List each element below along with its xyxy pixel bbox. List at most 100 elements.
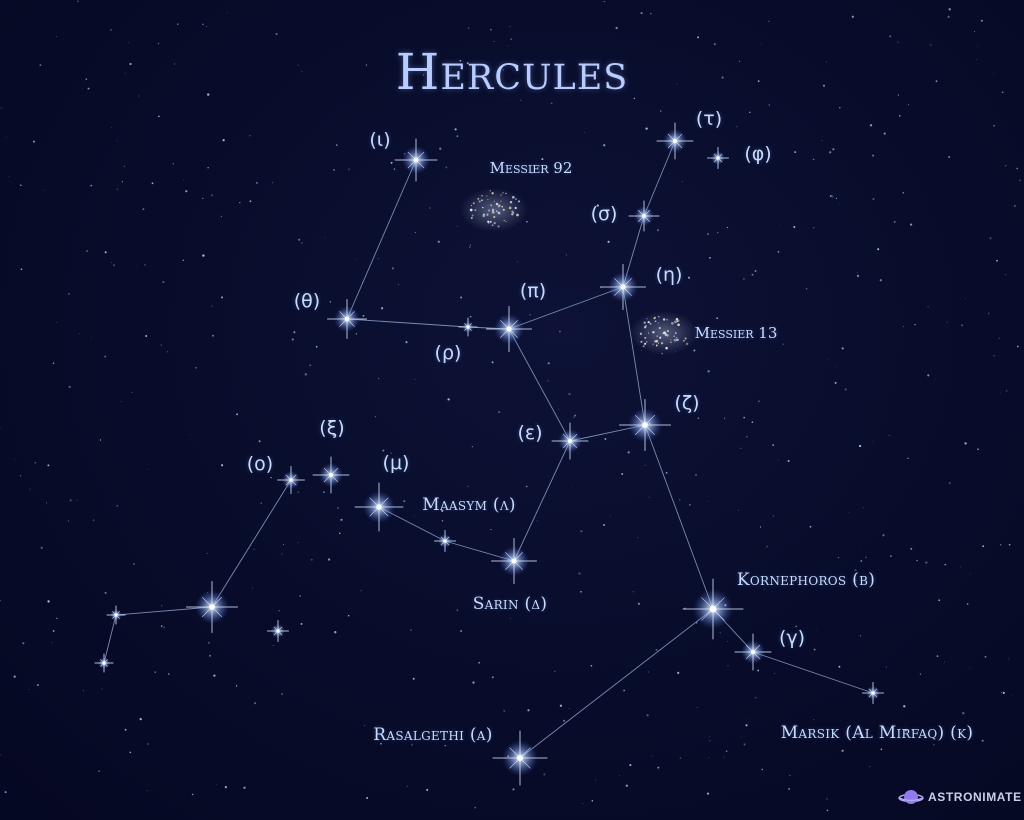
- star-sigma: [628, 200, 660, 232]
- background-star: [962, 712, 965, 715]
- background-star: [640, 12, 643, 15]
- background-star: [278, 610, 280, 612]
- background-star: [281, 693, 283, 695]
- background-star: [43, 189, 45, 191]
- background-star: [467, 485, 469, 487]
- background-star: [366, 797, 369, 799]
- background-star: [815, 630, 817, 632]
- background-star: [329, 300, 332, 303]
- background-star: [854, 569, 857, 572]
- star-label-beta: Kornephoros (β): [736, 570, 876, 590]
- background-star: [590, 664, 593, 667]
- background-star: [0, 599, 1, 602]
- background-star: [554, 670, 556, 673]
- background-star: [40, 546, 43, 549]
- background-star: [490, 28, 492, 31]
- background-star: [529, 313, 531, 316]
- background-star: [860, 547, 862, 548]
- star-theta: [327, 299, 367, 339]
- background-star: [454, 128, 457, 131]
- background-star: [759, 526, 762, 528]
- star-label-tau: (τ): [695, 108, 723, 130]
- background-star: [717, 231, 719, 234]
- background-star: [838, 203, 840, 204]
- background-star: [692, 164, 693, 166]
- background-star: [944, 563, 947, 566]
- background-star: [829, 195, 832, 197]
- background-star: [118, 348, 119, 350]
- background-star: [869, 124, 873, 127]
- background-star: [741, 736, 742, 737]
- background-star: [708, 501, 709, 503]
- background-star: [98, 770, 100, 772]
- brand-logo: ASTRONIMATE: [898, 786, 1022, 808]
- background-star: [584, 131, 586, 133]
- background-star: [1008, 543, 1011, 546]
- background-star: [774, 673, 775, 674]
- star-delta: [491, 538, 537, 584]
- background-star: [275, 32, 278, 36]
- background-star: [938, 599, 941, 602]
- background-star: [987, 312, 990, 315]
- background-star: [469, 244, 471, 246]
- background-star: [697, 36, 700, 39]
- background-star: [251, 537, 253, 538]
- background-star: [851, 15, 854, 18]
- background-star: [46, 502, 47, 504]
- background-star: [977, 45, 979, 47]
- background-star: [456, 609, 459, 612]
- background-star: [163, 626, 166, 629]
- background-star: [327, 558, 331, 561]
- background-star: [813, 648, 816, 651]
- background-star: [390, 161, 393, 164]
- background-star: [603, 0, 605, 3]
- background-star: [469, 315, 472, 318]
- background-star: [478, 661, 481, 664]
- background-star: [160, 625, 163, 627]
- star-s1: [186, 581, 238, 633]
- background-star: [822, 84, 826, 87]
- background-star: [777, 459, 779, 461]
- background-star: [310, 558, 313, 561]
- background-star: [121, 181, 124, 183]
- background-star: [919, 673, 922, 675]
- background-star: [837, 556, 840, 559]
- background-star: [377, 257, 380, 260]
- background-star: [573, 416, 575, 418]
- cluster-label-m92: Messier 92: [489, 159, 573, 177]
- background-star: [935, 80, 938, 83]
- background-star: [724, 417, 726, 419]
- background-star: [897, 41, 899, 43]
- background-star: [509, 26, 511, 28]
- background-star: [623, 689, 625, 692]
- background-star: [104, 355, 107, 358]
- background-star: [965, 298, 966, 299]
- background-star: [719, 632, 721, 634]
- background-star: [332, 433, 335, 437]
- background-star: [362, 314, 365, 317]
- background-star: [925, 561, 928, 564]
- background-star: [210, 194, 214, 197]
- background-star: [52, 629, 55, 632]
- background-star: [969, 667, 971, 669]
- background-star: [930, 44, 932, 46]
- background-star: [633, 97, 636, 100]
- background-star: [910, 223, 913, 226]
- star-label-pi: (π): [519, 280, 547, 302]
- background-star: [637, 537, 639, 538]
- background-star: [136, 265, 138, 267]
- background-star: [414, 379, 416, 381]
- background-star: [412, 677, 415, 680]
- line-s2-s3: [103, 614, 117, 664]
- background-star: [948, 8, 951, 11]
- background-star: [183, 178, 185, 180]
- background-star: [439, 147, 442, 150]
- background-star: [856, 274, 860, 278]
- star-s3: [94, 653, 114, 673]
- background-star: [113, 264, 116, 267]
- background-star: [826, 61, 827, 63]
- background-star: [795, 625, 797, 628]
- background-star: [872, 440, 873, 442]
- background-star: [999, 392, 1001, 394]
- background-star: [708, 757, 710, 759]
